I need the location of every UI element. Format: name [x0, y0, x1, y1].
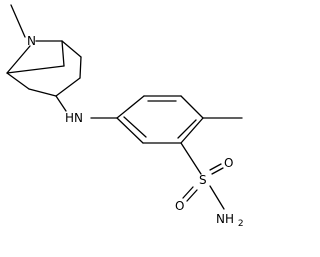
- left-ring-lower-bond: [28, 88, 57, 97]
- chemical-structure-diagram: N HN S O O NH 2: [6, 4, 244, 229]
- left-bridgehead-to-right-bridge-bond: [6, 65, 65, 74]
- oxygen-lower-label: O: [175, 199, 184, 213]
- aryl-c3-c4-bond: [180, 95, 204, 119]
- atom-labels: N HN S O O NH 2: [27, 34, 244, 229]
- aryl-c4-c5-bond: [180, 117, 204, 144]
- n-to-bridgehead-left-bond: [6, 45, 31, 74]
- sulfur-label: S: [199, 173, 207, 187]
- right-bridge-diagonal-bond: [61, 40, 82, 58]
- s-o-lower-double-bond-a: [182, 186, 194, 199]
- right-ring-bond: [79, 56, 82, 79]
- n-methyl-bond: [10, 4, 26, 38]
- left-bridgehead-down-bond: [6, 72, 30, 90]
- sulfonamide-nh-text: NH: [216, 212, 234, 226]
- s-o-lower-double-bond-b: [186, 189, 198, 202]
- ring-to-c3-bond: [55, 77, 81, 97]
- sulfonamide-subscript-2: 2: [238, 219, 244, 229]
- aryl-to-sulfur-bond: [180, 142, 202, 175]
- aryl-c1-c2-bond: [116, 95, 145, 119]
- aryl-c6-c1-double-bond: [123, 116, 147, 138]
- aryl-c6-c1-bond: [116, 117, 144, 144]
- right-bridgehead-bond: [61, 40, 65, 67]
- c3-to-nh-bond: [55, 95, 67, 112]
- ring-nitrogen-label: N: [27, 34, 36, 48]
- oxygen-upper-label: O: [224, 156, 233, 170]
- s-o-upper-double-bond-b: [211, 167, 224, 175]
- s-o-upper-double-bond-a: [209, 163, 222, 171]
- aryl-c4-c5-double-bond: [177, 119, 197, 139]
- amine-nh-label: HN: [65, 111, 83, 125]
- bond-lines: [6, 4, 243, 210]
- sulfonamide-nh2-label: NH 2: [216, 212, 244, 229]
- s-nh2-bond: [209, 185, 225, 210]
